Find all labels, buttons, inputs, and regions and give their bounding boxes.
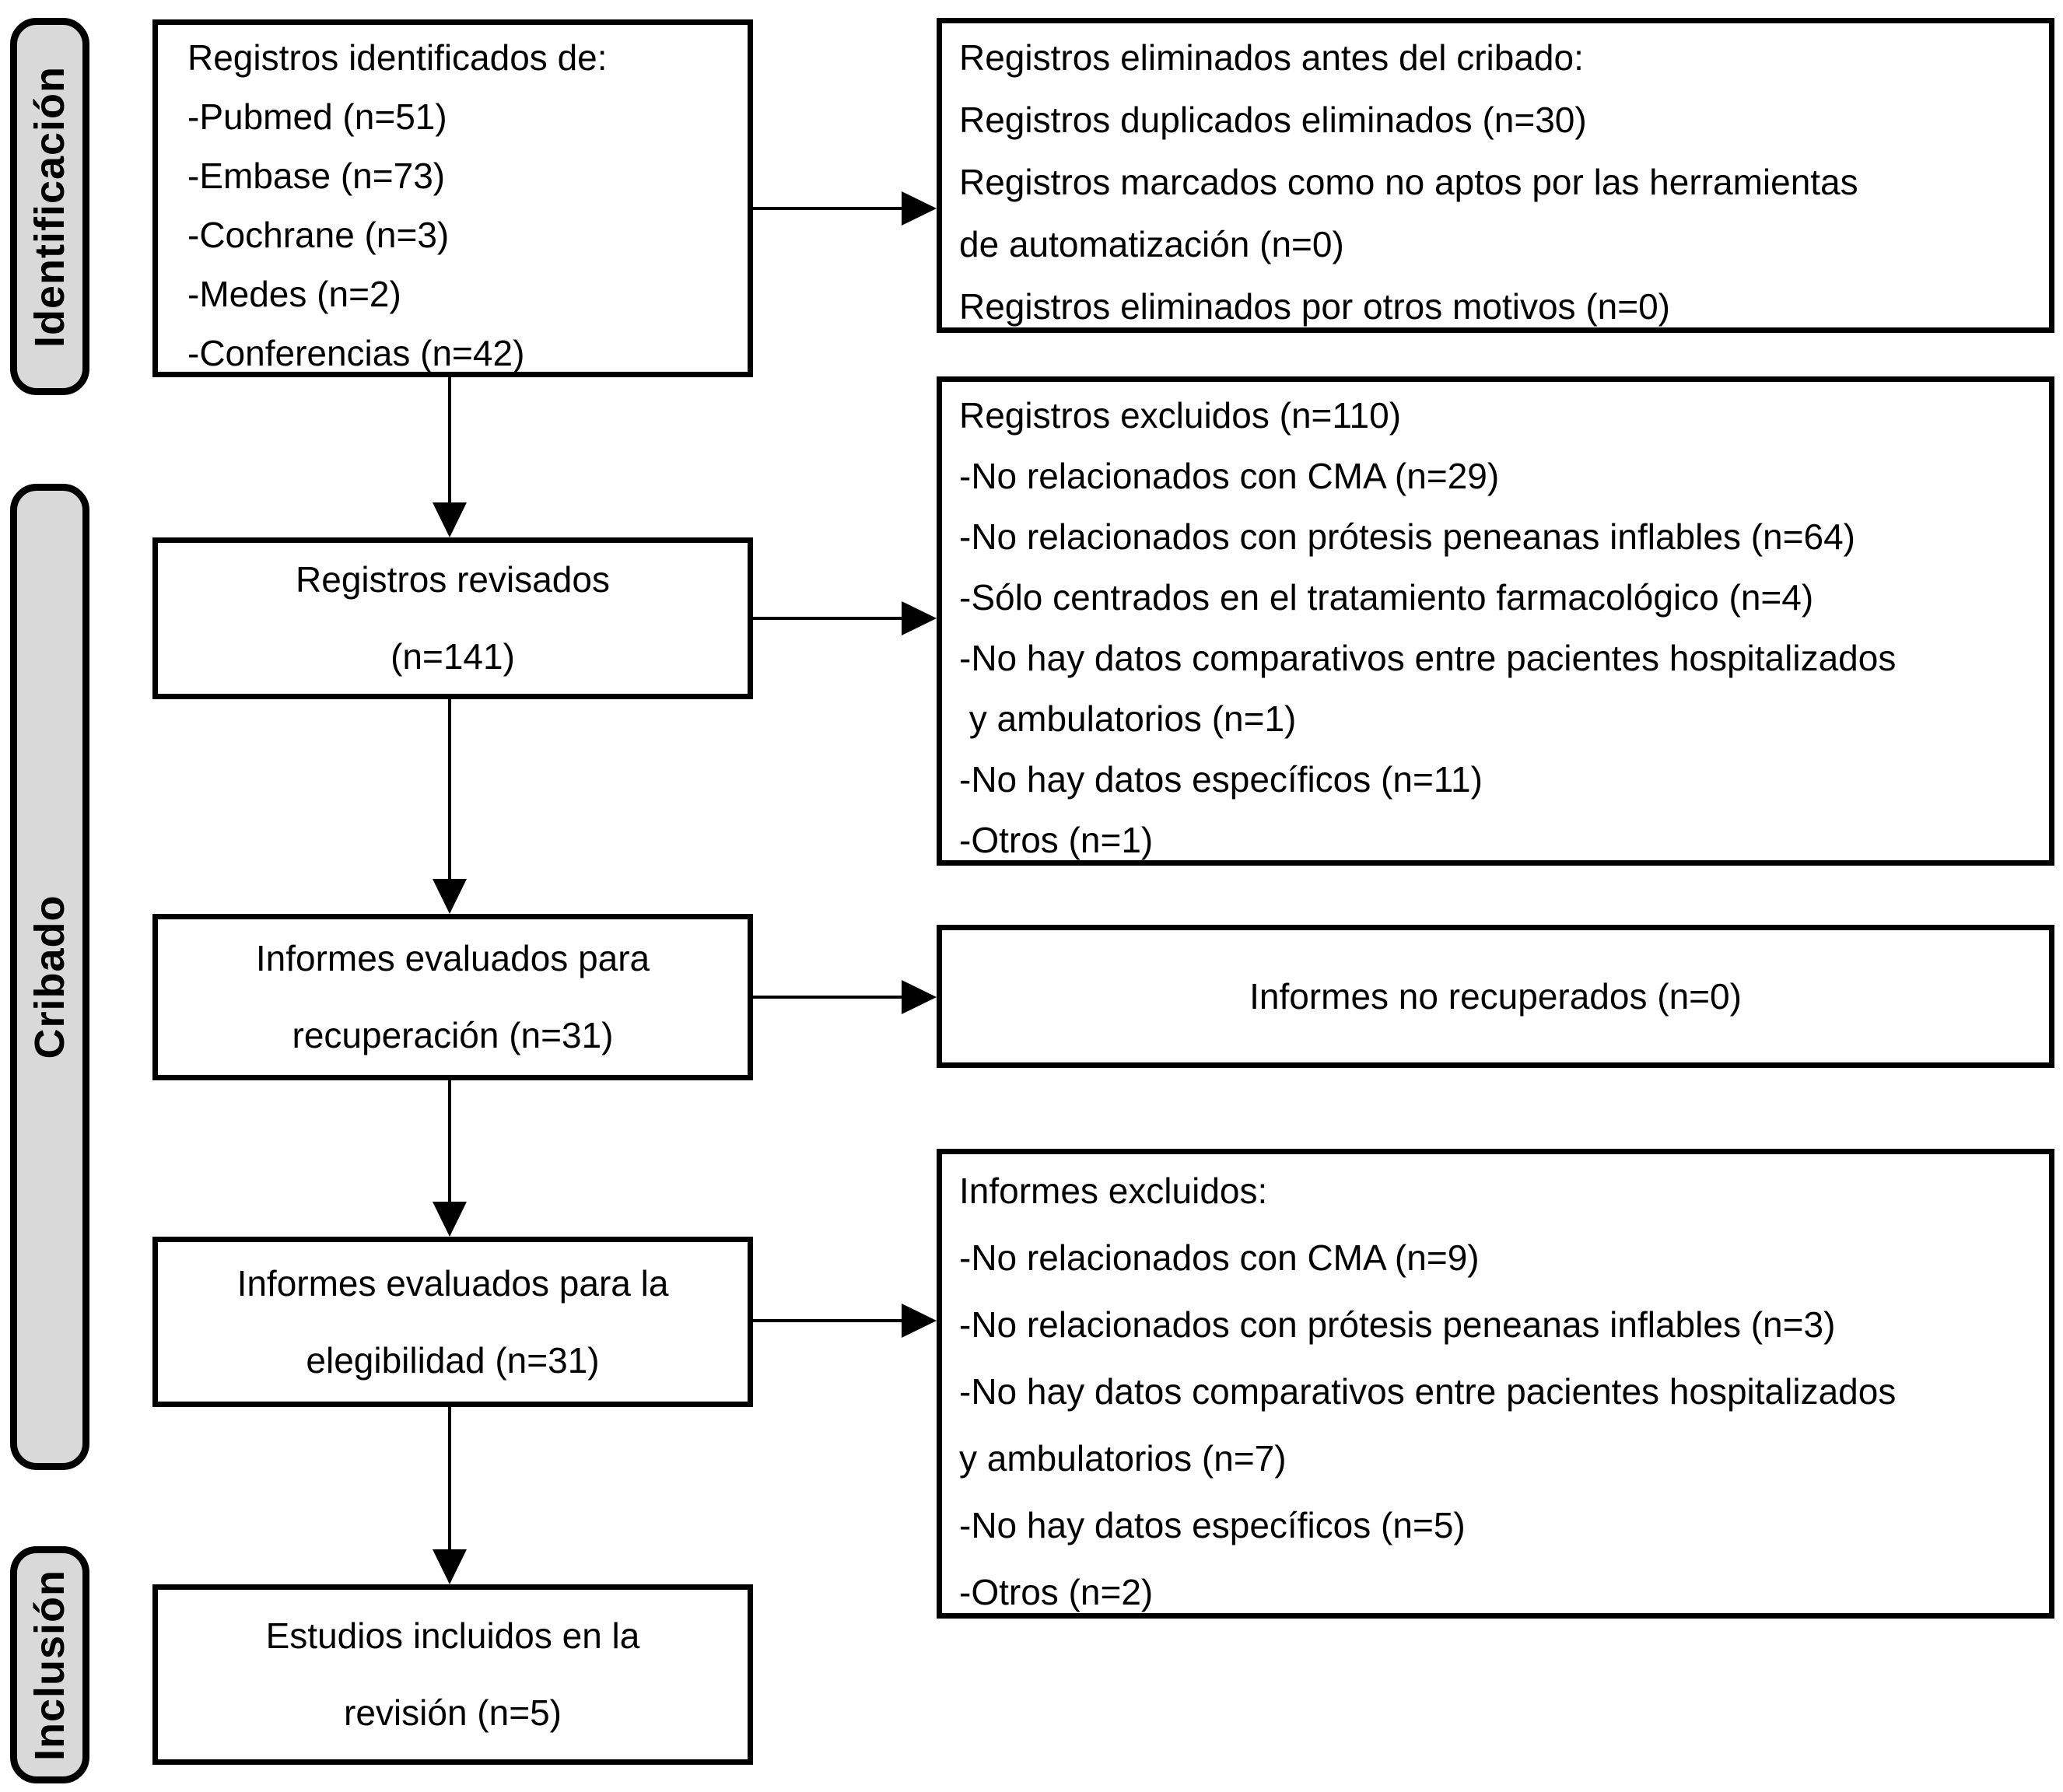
text-line: Informes excluidos:: [959, 1171, 1268, 1211]
text-line: -No hay datos específicos (n=5): [959, 1505, 1466, 1545]
text-line: Registros eliminados antes del cribado:: [959, 37, 1584, 78]
arrow-right-icon: [902, 601, 937, 635]
box-records-removed-before-screening: Registros eliminados antes del cribado: …: [937, 18, 2054, 333]
arrow-right-icon: [902, 980, 937, 1014]
text-line: Registros identificados de:: [187, 37, 608, 78]
text-line: y ambulatorios (n=1): [959, 698, 1297, 739]
arrow-down-icon: [433, 502, 467, 537]
box-reports-eligibility: Informes evaluados para la elegibilidad …: [152, 1237, 753, 1407]
text-line: Registros revisados: [296, 559, 610, 600]
box-studies-included: Estudios incluidos en la revisión (n=5): [152, 1584, 753, 1765]
text-line: -No hay datos comparativos entre pacient…: [959, 1371, 1897, 1412]
arrow-down-icon: [433, 1549, 467, 1584]
text-line: -Otros (n=1): [959, 820, 1154, 860]
text-line: (n=141): [391, 636, 515, 677]
text-line: Registros eliminados por otros motivos (…: [959, 286, 1670, 327]
connector-eligibility-to-excluded-reports: [753, 1319, 903, 1322]
text-line: -Embase (n=73): [187, 156, 446, 196]
box-reports-sought: Informes evaluados para recuperación (n=…: [152, 914, 753, 1080]
text-line: -Conferencias (n=42): [187, 333, 525, 373]
stage-bar-cribado: Cribado: [10, 484, 89, 1470]
text-line: Informes evaluados para: [255, 938, 650, 979]
text-line: Informes no recuperados (n=0): [1249, 975, 1742, 1017]
text-line: -No relacionados con prótesis peneanas i…: [959, 516, 1855, 557]
connector-eligibility-to-included: [448, 1407, 451, 1551]
text-line: -Otros (n=2): [959, 1572, 1154, 1612]
text-line: -Cochrane (n=3): [187, 215, 450, 255]
arrow-down-icon: [433, 879, 467, 914]
text-line: y ambulatorios (n=7): [959, 1438, 1287, 1479]
text-line: -No relacionados con prótesis peneanas i…: [959, 1304, 1836, 1345]
text-line: Registros excluidos (n=110): [959, 395, 1402, 436]
connector-sought-to-eligibility: [448, 1080, 451, 1203]
text-line: elegibilidad (n=31): [306, 1339, 600, 1381]
text-line: -No relacionados con CMA (n=9): [959, 1237, 1480, 1278]
stage-label-identificacion: Identificación: [26, 65, 73, 348]
connector-screened-to-excluded: [753, 617, 903, 620]
connector-identified-to-removed: [753, 207, 903, 210]
arrow-down-icon: [433, 1202, 467, 1237]
stage-label-cribado: Cribado: [26, 894, 73, 1059]
text-line: Registros duplicados eliminados (n=30): [959, 100, 1587, 140]
text-line: de automatización (n=0): [959, 224, 1344, 264]
box-records-identified: Registros identificados de: -Pubmed (n=5…: [152, 19, 753, 377]
arrow-right-icon: [902, 191, 937, 226]
text-line: -Medes (n=2): [187, 274, 401, 314]
text-line: Informes evaluados para la: [236, 1262, 669, 1304]
text-line: revisión (n=5): [344, 1692, 562, 1733]
text-line: Estudios incluidos en la: [265, 1615, 640, 1657]
text-line: -Pubmed (n=51): [187, 96, 447, 137]
connector-screened-to-sought: [448, 699, 451, 880]
text-line: -No hay datos específicos (n=11): [959, 759, 1483, 800]
text-line: Registros marcados como no aptos por las…: [959, 162, 1858, 202]
text-line: -No relacionados con CMA (n=29): [959, 456, 1500, 496]
box-records-screened: Registros revisados (n=141): [152, 537, 753, 699]
stage-label-inclusion: Inclusión: [26, 1569, 73, 1761]
box-reports-excluded: Informes excluidos: -No relacionados con…: [937, 1149, 2054, 1619]
text-line: -No hay datos comparativos entre pacient…: [959, 638, 1897, 678]
box-records-excluded: Registros excluidos (n=110) -No relacion…: [937, 376, 2054, 866]
connector-identified-to-screened: [448, 377, 451, 504]
text-line: recuperación (n=31): [292, 1015, 614, 1055]
text-line: -Sólo centrados en el tratamiento farmac…: [959, 577, 1814, 618]
connector-sought-to-not-retrieved: [753, 996, 903, 999]
box-reports-not-retrieved: Informes no recuperados (n=0): [937, 925, 2054, 1068]
arrow-right-icon: [902, 1304, 937, 1338]
stage-bar-identificacion: Identificación: [10, 18, 89, 395]
stage-bar-inclusion: Inclusión: [10, 1546, 89, 1783]
